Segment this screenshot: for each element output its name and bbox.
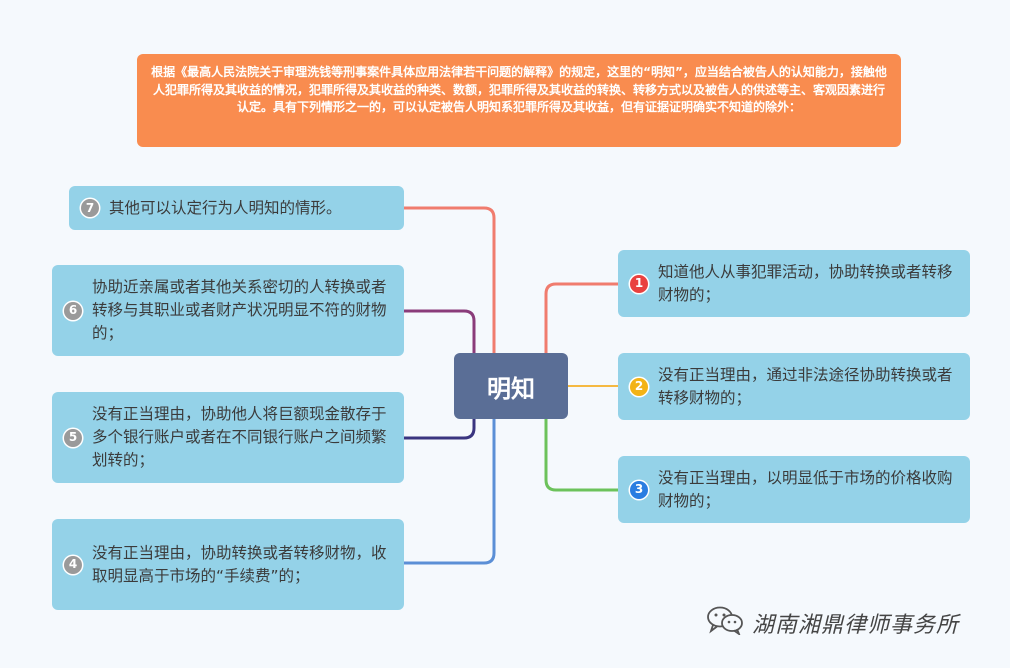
node-5-text: 没有正当理由，协助他人将巨额现金散存于多个银行账户或者在不同银行账户之间频繁划转…	[92, 405, 387, 469]
node-6-text: 协助近亲属或者其他关系密切的人转换或者转移与其职业或者财产状况明显不符的财物的；	[92, 278, 387, 342]
watermark-text: 湖南湘鼎律师事务所	[752, 613, 960, 638]
connector-3	[544, 387, 620, 492]
number-badge-1: 1	[630, 274, 648, 293]
node-7[interactable]: 7 其他可以认定行为人明知的情形。	[69, 186, 404, 230]
number-badge-6: 6	[64, 301, 82, 320]
central-topic[interactable]: 明知	[454, 353, 568, 419]
connector-7	[403, 206, 496, 385]
number-badge-4: 4	[64, 555, 82, 574]
header-note: 根据《最高人民法院关于审理洗钱等刑事案件具体应用法律若干问题的解释》的规定，这里…	[137, 54, 901, 147]
wechat-icon	[706, 605, 744, 641]
watermark: 湖南湘鼎律师事务所	[706, 605, 959, 641]
number-badge-2: 2	[630, 377, 648, 396]
connector-4	[403, 387, 496, 565]
node-3-text: 没有正当理由，以明显低于市场的价格收购财物的；	[658, 468, 953, 510]
node-5[interactable]: 5 没有正当理由，协助他人将巨额现金散存于多个银行账户或者在不同银行账户之间频繁…	[52, 392, 404, 483]
connector-5	[403, 387, 476, 440]
number-badge-5: 5	[64, 428, 82, 447]
number-badge-7: 7	[81, 199, 99, 217]
connector-1	[544, 282, 620, 385]
node-1[interactable]: 1 知道他人从事犯罪活动，协助转换或者转移财物的；	[618, 250, 970, 317]
node-2[interactable]: 2 没有正当理由，通过非法途径协助转换或者转移财物的；	[618, 353, 970, 420]
node-7-text: 其他可以认定行为人明知的情形。	[109, 198, 342, 217]
node-6[interactable]: 6 协助近亲属或者其他关系密切的人转换或者转移与其职业或者财产状况明显不符的财物…	[52, 265, 404, 356]
connector-6	[403, 309, 476, 385]
node-3[interactable]: 3 没有正当理由，以明显低于市场的价格收购财物的；	[618, 456, 970, 523]
node-4-text: 没有正当理由，协助转换或者转移财物，收取明显高于市场的“手续费”的；	[92, 543, 387, 585]
node-1-text: 知道他人从事犯罪活动，协助转换或者转移财物的；	[658, 262, 953, 304]
node-2-text: 没有正当理由，通过非法途径协助转换或者转移财物的；	[658, 365, 953, 407]
node-4[interactable]: 4 没有正当理由，协助转换或者转移财物，收取明显高于市场的“手续费”的；	[52, 519, 404, 610]
number-badge-3: 3	[630, 480, 648, 499]
